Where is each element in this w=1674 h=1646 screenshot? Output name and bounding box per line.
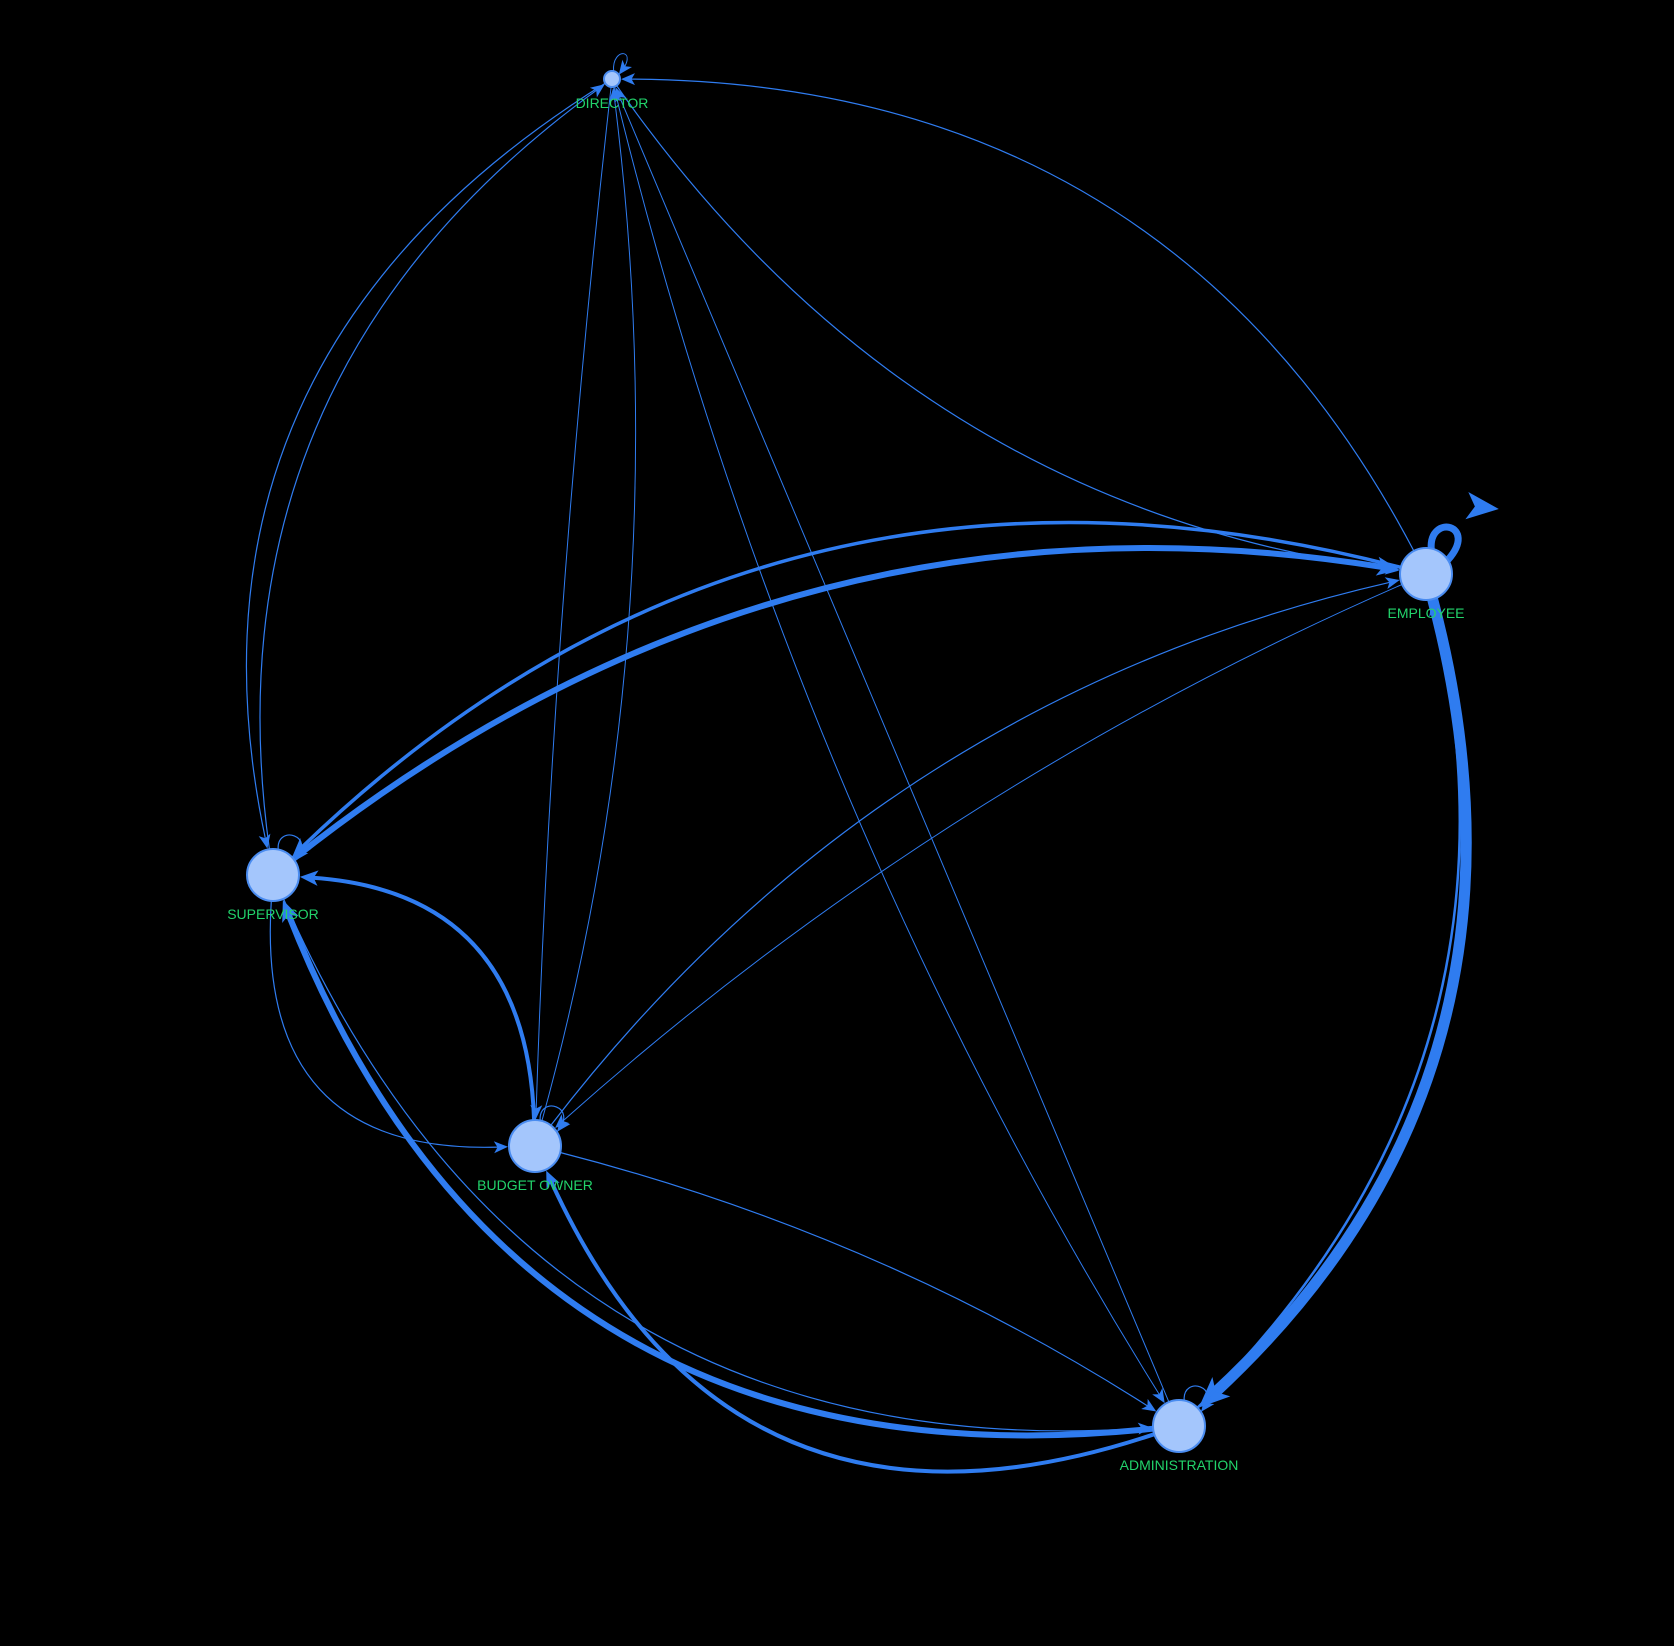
edge-budget-owner-to-administration-arrowhead [1141,1398,1157,1412]
edge-budget-owner-to-budget-owner[interactable] [539,1105,571,1133]
edge-employee-to-director-path [630,78,1415,552]
node-budget-owner[interactable]: BUDGET OWNER [477,1119,593,1193]
edge-budget-owner-to-supervisor-arrowhead [299,870,319,886]
edge-employee-to-administration-path [1209,593,1472,1399]
edge-supervisor-to-budget-owner[interactable] [269,900,508,1154]
edge-employee-to-budget-owner-path [562,583,1403,1122]
edge-administration-to-director-path [618,96,1170,1403]
node-employee[interactable]: EMPLOYEE [1387,547,1465,621]
node-director-label: DIRECTOR [576,95,649,111]
node-supervisor[interactable]: SUPERVISOR [227,848,319,922]
edge-director-to-administration-arrowhead [1152,1388,1165,1404]
edge-supervisor-to-administration-path [282,898,1143,1432]
edge-director-to-administration-path [613,86,1160,1396]
node-budget-owner-circle [508,1119,562,1173]
node-employee-label: EMPLOYEE [1387,605,1464,621]
edge-budget-owner-to-budget-owner-arrowhead [557,1116,571,1132]
edge-administration-to-employee[interactable] [1196,600,1461,1409]
edge-employee-to-director[interactable] [621,73,1415,552]
node-administration-circle [1152,1399,1206,1453]
edge-director-to-director-arrowhead [618,59,632,75]
edge-budget-owner-to-administration[interactable] [559,1151,1157,1412]
edge-employee-to-employee-arrowhead [1465,492,1499,520]
edge-administration-to-director-arrowhead [615,87,627,103]
node-layer: DIRECTOR EMPLOYEE SUPERVISOR BUDGET OWNER AD… [227,70,1465,1473]
edge-administration-to-employee-arrowhead [1429,600,1442,617]
node-supervisor-circle [246,848,300,902]
edge-administration-to-supervisor[interactable] [282,900,1157,1439]
node-administration[interactable]: ADMINISTRATION [1120,1399,1239,1473]
edge-budget-owner-to-supervisor-path [310,875,537,1122]
edge-budget-owner-to-administration-path [559,1151,1149,1407]
edge-budget-owner-to-director-path [541,97,637,1122]
edge-supervisor-to-employee-path [290,545,1387,862]
edge-administration-to-director[interactable] [615,87,1170,1403]
edge-director-to-budget-owner-path [535,86,612,1110]
node-director[interactable]: DIRECTOR [576,70,649,111]
edge-administration-to-employee-path [1196,609,1461,1409]
edge-employee-to-employee-path [1427,523,1462,564]
edge-supervisor-to-budget-owner-arrowhead [493,1141,508,1154]
edge-administration-to-supervisor-path [285,911,1157,1439]
edge-director-to-employee-path [616,85,1390,570]
edge-budget-owner-to-employee-arrowhead [1384,577,1400,589]
edge-employee-to-employee[interactable] [1427,492,1499,564]
node-supervisor-label: SUPERVISOR [227,906,319,922]
edge-administration-to-budget-owner[interactable] [546,1170,1157,1474]
edge-director-to-administration[interactable] [613,86,1165,1404]
edge-layer [245,53,1499,1474]
edge-budget-owner-to-employee[interactable] [550,577,1400,1126]
edge-supervisor-to-director-arrowhead [589,84,605,98]
edge-supervisor-to-director-path [259,89,598,850]
node-employee-circle [1399,547,1453,601]
edge-administration-to-supervisor-arrowhead [282,900,299,923]
edge-employee-to-director-arrowhead [621,73,635,86]
edge-employee-to-supervisor-path [300,520,1403,850]
node-director-circle [603,70,621,88]
node-administration-label: ADMINISTRATION [1120,1457,1239,1473]
edge-director-to-supervisor-path [245,82,606,840]
edge-supervisor-to-employee[interactable] [290,545,1400,862]
edge-supervisor-to-director[interactable] [259,84,605,850]
edge-administration-to-budget-owner-path [549,1179,1157,1474]
edge-budget-owner-to-supervisor[interactable] [299,870,537,1122]
node-budget-owner-label: BUDGET OWNER [477,1177,593,1193]
edge-budget-owner-to-employee-path [550,581,1391,1126]
edge-director-to-director[interactable] [613,53,632,76]
edge-supervisor-to-budget-owner-path [269,900,499,1148]
edge-supervisor-to-employee-arrowhead [1375,556,1400,576]
edge-administration-to-budget-owner-arrowhead [546,1170,560,1189]
